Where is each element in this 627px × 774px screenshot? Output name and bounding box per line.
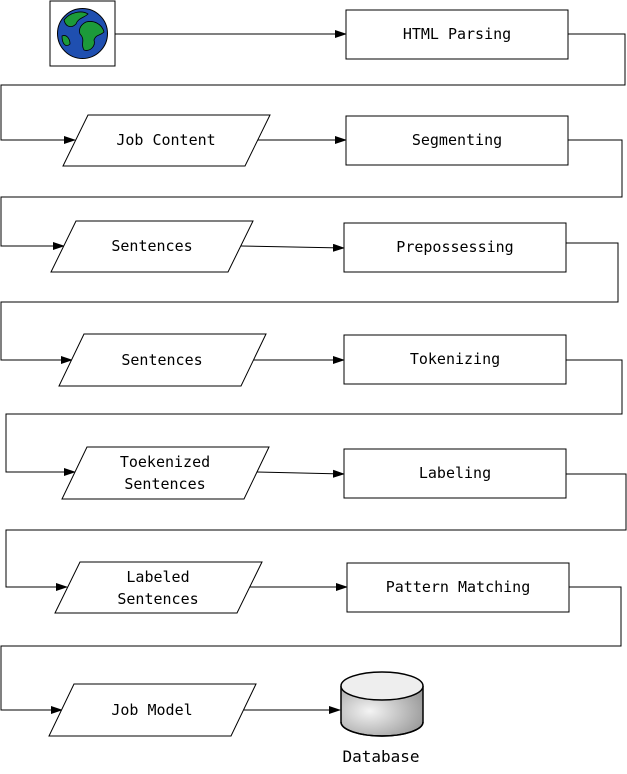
process-html-parsing: HTML Parsing	[345, 9, 569, 60]
process-label: Labeling	[419, 464, 491, 482]
process-label: Tokenizing	[410, 350, 500, 368]
process-label: Prepossessing	[396, 238, 513, 256]
database-label: Database	[342, 747, 419, 766]
globe-icon	[49, 0, 116, 67]
data-job-model: Job Model	[48, 683, 257, 737]
data-job-content: Job Content	[62, 114, 271, 167]
data-label-line-1: Labeled	[126, 568, 189, 586]
wire-pattern-matching-to-job-model	[0, 586, 622, 714]
data-sentences-2: Sentences	[58, 333, 267, 387]
data-label-line-1: Toekenized	[120, 453, 210, 471]
wire-tokenizing-to-tokenized-sentences	[5, 359, 623, 476]
arrow-tokenized-sentences-to-labeling	[256, 469, 345, 478]
process-segmenting: Segmenting	[345, 115, 569, 166]
data-label: Sentences	[111, 237, 192, 255]
data-label-line-2: Sentences	[117, 590, 198, 608]
data-label-line-2: Sentences	[124, 475, 205, 493]
process-labeling: Labeling	[343, 448, 567, 499]
data-labeled-sentences: Labeled Sentences	[54, 561, 263, 614]
arrow-sentences-1-to-prepossessing	[240, 243, 345, 252]
wire-segmenting-to-sentences-1	[0, 139, 623, 250]
process-label: HTML Parsing	[403, 25, 511, 43]
data-label: Sentences	[121, 351, 202, 369]
database-cylinder-icon	[340, 671, 424, 737]
process-prepossessing: Prepossessing	[343, 222, 567, 273]
process-pattern-matching: Pattern Matching	[346, 562, 570, 613]
wire-prepossessing-to-sentences-2	[0, 242, 619, 364]
connectors	[0, 30, 627, 714]
wire-html-parsing-to-job-content	[0, 33, 626, 144]
process-label: Pattern Matching	[386, 578, 531, 596]
wire-labeling-to-labeled-sentences	[5, 473, 627, 591]
data-label: Job Content	[116, 131, 215, 149]
data-label: Job Model	[111, 701, 192, 719]
data-sentences-1: Sentences	[50, 220, 254, 273]
data-tokenized-sentences: Toekenized Sentences	[61, 446, 270, 500]
process-label: Segmenting	[412, 131, 502, 149]
process-tokenizing: Tokenizing	[343, 334, 567, 385]
